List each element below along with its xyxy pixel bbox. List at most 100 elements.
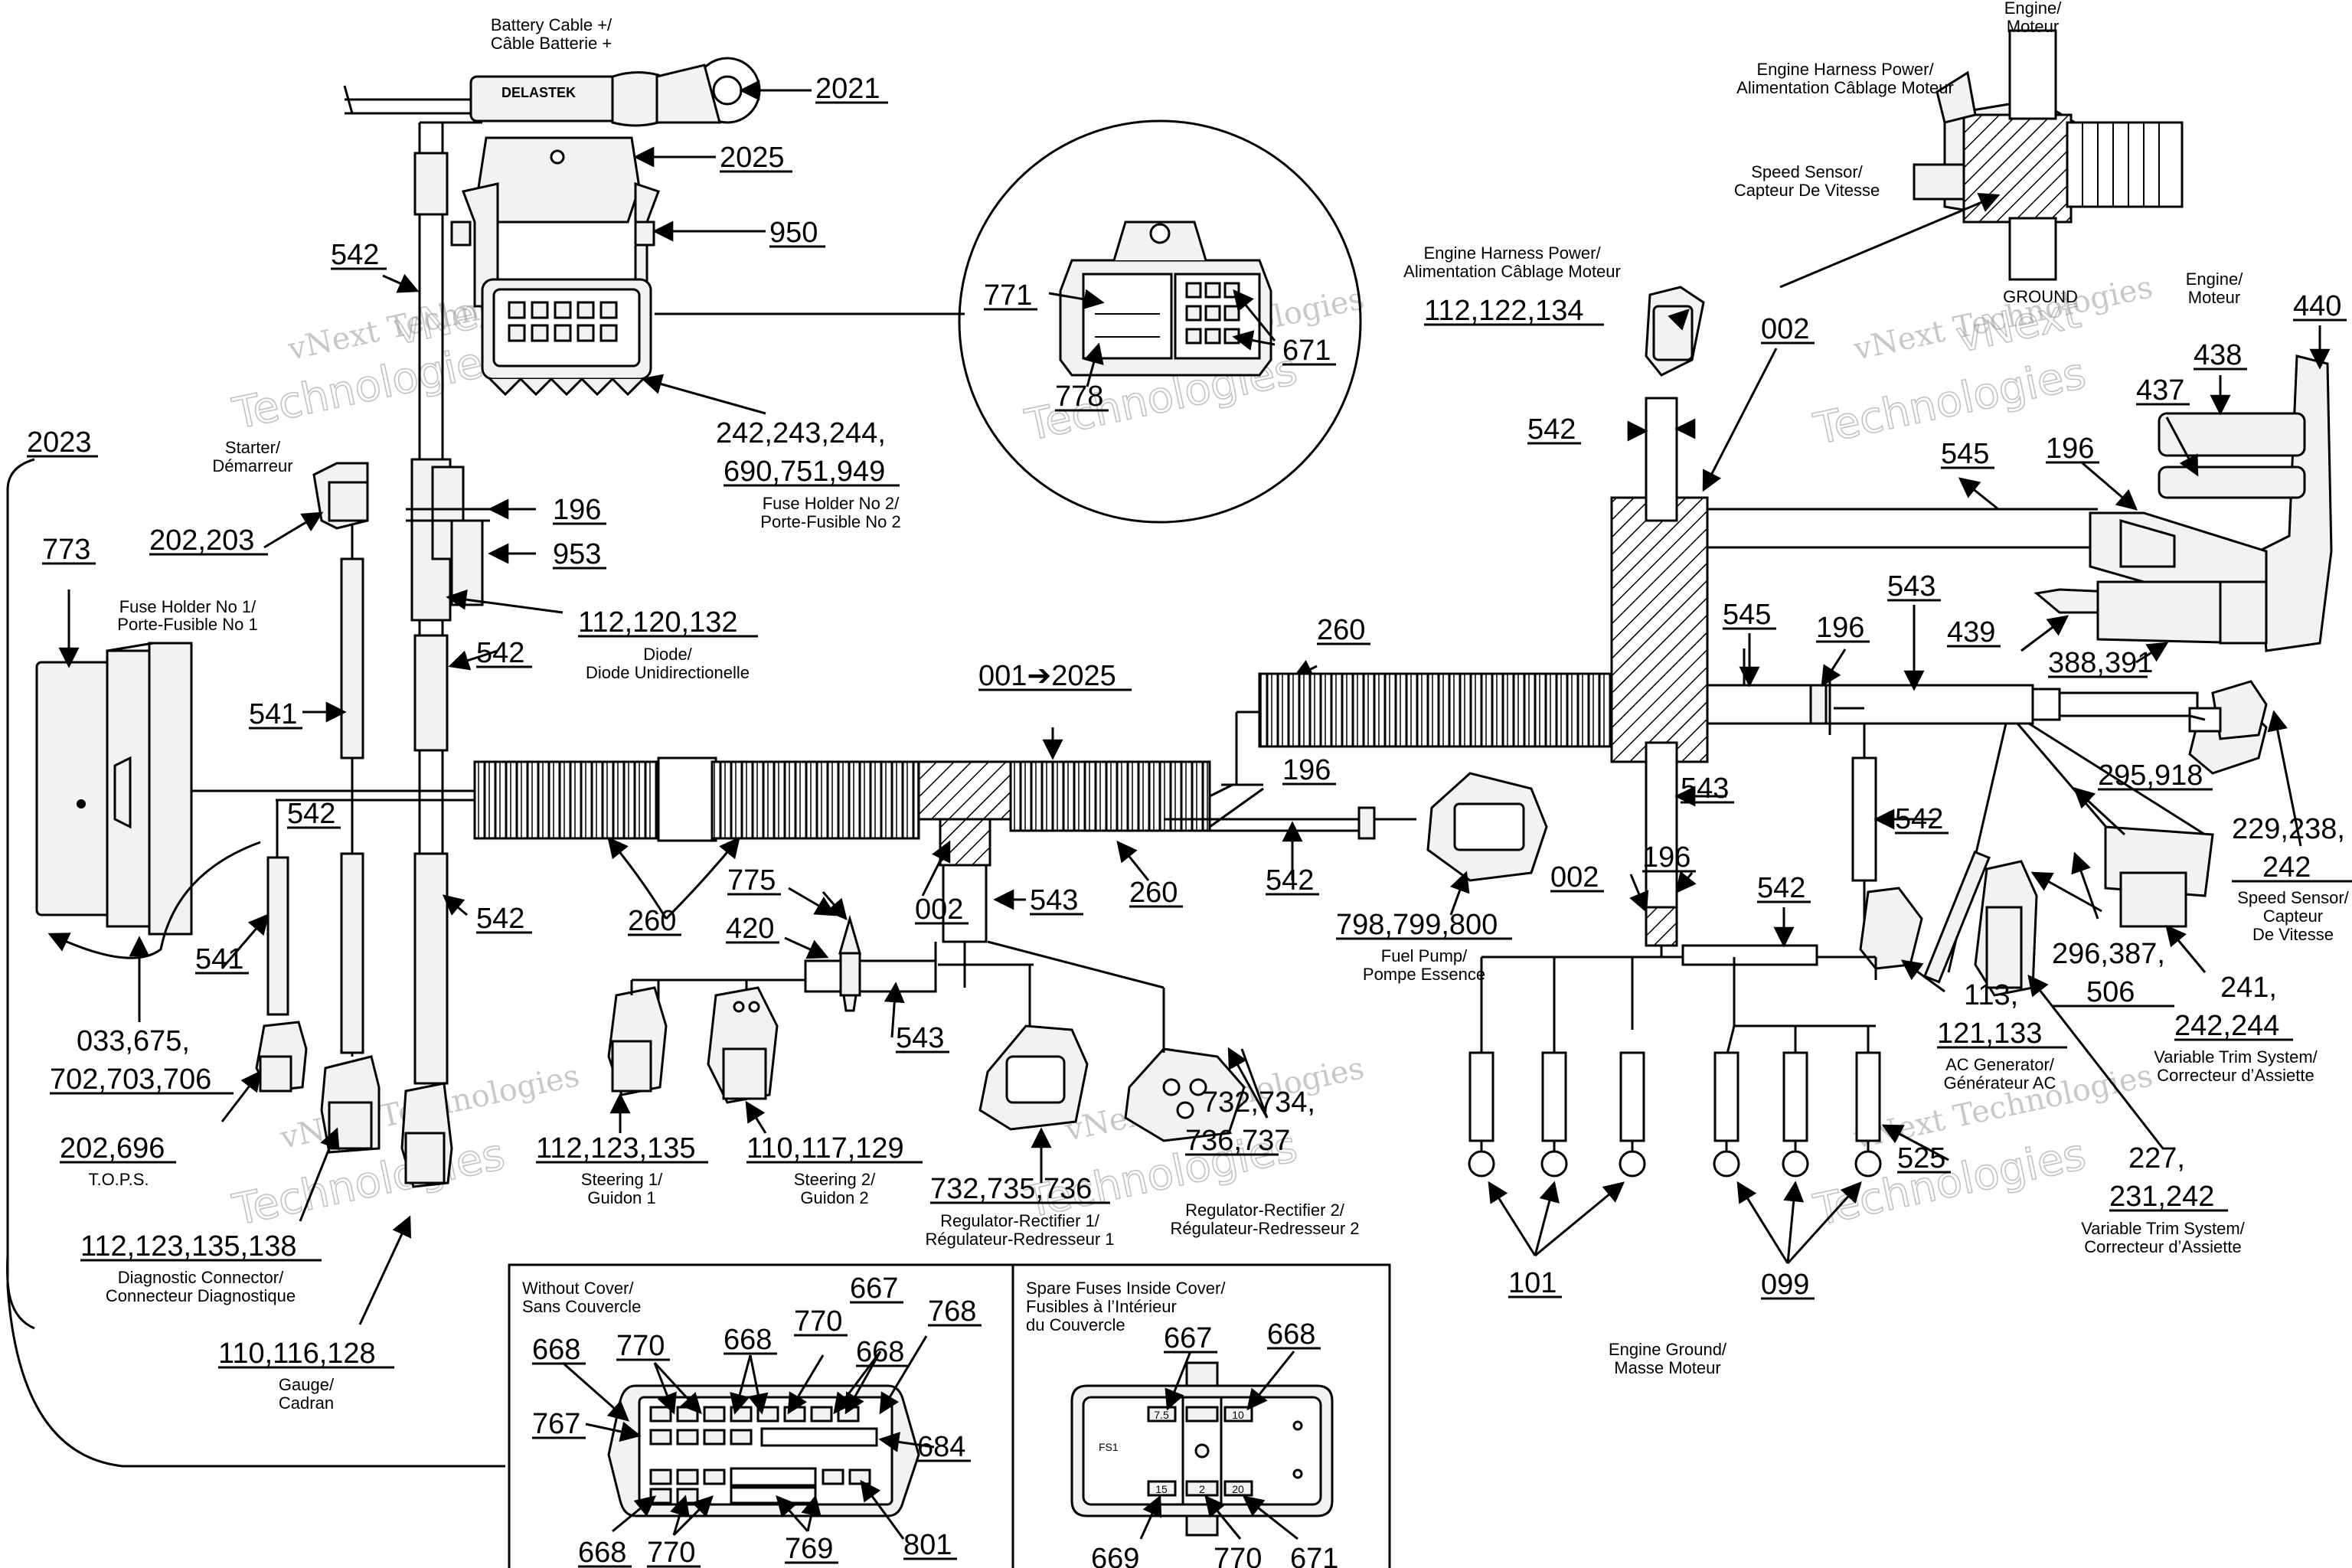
ref-231-242: 231,242 — [2109, 1181, 2214, 1213]
engine-right-caption-1: Engine/ — [2186, 270, 2244, 289]
ref-543-lower: 543 — [896, 1022, 944, 1054]
gauge-caption-1: Gauge/ — [279, 1375, 335, 1394]
ref-112-123-135: 112,123,135 — [536, 1132, 696, 1165]
ref-668-a3: 668 — [856, 1336, 904, 1368]
regulator-connectors — [978, 988, 1269, 1183]
ref-525: 525 — [1897, 1142, 1945, 1174]
ref-668-b: 668 — [1267, 1318, 1315, 1351]
fuse-holder-2-caption-2: Porte-Fusible No 2 — [760, 512, 900, 531]
ref-770-b: 770 — [1214, 1543, 1262, 1568]
ref-669: 669 — [1091, 1543, 1139, 1568]
panel-b-caption-2: Fusibles à l’Intérieur — [1026, 1297, 1177, 1316]
steering-connectors — [607, 978, 779, 1134]
engine-ground-caption-2: Masse Moteur — [1614, 1358, 1720, 1377]
fuse-holder-1: Fuse Holder No 1/ Porte-Fusible No 1 — [5, 458, 505, 1468]
ref-542-main: 542 — [1266, 864, 1314, 897]
ref-101: 101 — [1508, 1267, 1557, 1299]
fuse-holder-2-caption-1: Fuse Holder No 2/ — [763, 494, 900, 513]
ref-545-mid: 545 — [1723, 599, 1771, 631]
starter-caption-2: Démarreur — [212, 456, 292, 475]
ref-798-799-800: 798,799,800 — [1336, 909, 1498, 941]
ref-542-ground: 542 — [1757, 872, 1805, 904]
ref-227: 227, — [2128, 1142, 2185, 1174]
ref-241: 241, — [2220, 972, 2277, 1004]
ref-668-a1: 668 — [532, 1334, 580, 1366]
ref-196-main: 196 — [1282, 754, 1331, 786]
fuse-holder-2-pins — [508, 301, 618, 342]
ref-543-lower-right: 543 — [1681, 773, 1729, 805]
engine-power-caption-1: Engine Harness Power/ — [1423, 243, 1601, 263]
ref-541-upper: 541 — [249, 698, 297, 730]
ref-002-main: 002 — [915, 893, 963, 926]
engine-right-caption-2: Moteur — [2188, 288, 2240, 307]
ref-542-lower: 542 — [476, 903, 524, 935]
ref-768: 768 — [928, 1295, 976, 1328]
ref-542-engine: 542 — [1527, 413, 1576, 446]
reg-2-caption-1: Regulator-Rectifier 2/ — [1185, 1200, 1345, 1220]
ref-542-left: 542 — [287, 798, 335, 830]
diode-caption-1: Diode/ — [643, 645, 692, 664]
ref-388-391: 388,391 — [2048, 647, 2153, 679]
ref-801: 801 — [903, 1529, 952, 1561]
ref-002-top: 002 — [1761, 313, 1809, 345]
ref-440: 440 — [2293, 290, 2341, 322]
diag-caption-1: Diagnostic Connector/ — [118, 1268, 284, 1287]
engine-corrugated — [1221, 672, 1621, 786]
steering-2-caption-2: Guidon 2 — [800, 1188, 868, 1207]
reg-2-caption-2: Régulateur-Redresseur 2 — [1170, 1219, 1359, 1238]
ref-773: 773 — [42, 534, 90, 566]
ref-668-a2: 668 — [724, 1324, 772, 1356]
fuel-pump-connector — [1426, 772, 1548, 916]
reg-1-caption-1: Regulator-Rectifier 1/ — [940, 1211, 1100, 1230]
ref-002-lower: 002 — [1550, 861, 1599, 893]
starter-connector: Starter/ Démarreur — [212, 438, 369, 549]
ref-112-120-132: 112,120,132 — [578, 606, 738, 639]
speed-sensor-caption-2: Capteur — [2263, 906, 2323, 926]
right-connectors — [1958, 325, 2333, 664]
ref-684: 684 — [917, 1431, 965, 1463]
engine-top-power-1: Engine Harness Power/ — [1756, 60, 1934, 79]
ref-113: 113, — [1964, 979, 2018, 1011]
battery-brand-label: DELASTEK — [501, 85, 576, 100]
engine-block-top: Engine/ Moteur Engine Harness Power/ Ali… — [1734, 0, 2184, 306]
svg-text:Technologies: Technologies — [1809, 1129, 2089, 1236]
fuel-pump-caption-2: Pompe Essence — [1363, 965, 1485, 984]
spare-fuse-val-3: 15 — [1155, 1483, 1168, 1495]
ref-2023: 2023 — [27, 426, 92, 459]
engine-cooling-fins — [2082, 122, 2160, 207]
ref-671: 671 — [1282, 335, 1331, 367]
ref-437: 437 — [2136, 374, 2184, 407]
ref-543-main: 543 — [1030, 884, 1078, 916]
ref-545-top: 545 — [1941, 438, 1989, 470]
trim-2-caption-1: Variable Trim System/ — [2154, 1047, 2318, 1067]
ref-775: 775 — [727, 864, 776, 897]
ref-770-a2: 770 — [794, 1305, 842, 1338]
engine-top-ground: GROUND — [2003, 287, 2078, 306]
ref-506: 506 — [2086, 976, 2135, 1008]
ref-771: 771 — [984, 279, 1032, 312]
ref-542-top: 542 — [331, 239, 379, 271]
engine-top-power-2: Alimentation Câblage Moteur — [1736, 78, 1954, 97]
ref-099: 099 — [1761, 1269, 1809, 1301]
ref-732-734: 732,734, — [1202, 1086, 1315, 1119]
steering-2-caption-1: Steering 2/ — [794, 1170, 876, 1189]
fuse-holder-1-caption-2: Porte-Fusible No 1 — [117, 615, 257, 634]
spare-fuse-val-4: 2 — [1199, 1483, 1205, 1495]
spare-fuse-val-1: 7.5 — [1154, 1409, 1169, 1421]
ref-778: 778 — [1055, 381, 1103, 413]
battery-caption-1: Battery Cable +/ — [491, 15, 612, 34]
ref-671-b: 671 — [1290, 1543, 1338, 1568]
ref-420: 420 — [726, 913, 774, 945]
ref-112-123-135-138: 112,123,135,138 — [80, 1230, 296, 1263]
ref-668-a4: 668 — [578, 1537, 626, 1568]
ref-110-116-128: 110,116,128 — [218, 1338, 376, 1370]
ref-542-diode: 542 — [476, 637, 524, 669]
ref-260-right: 260 — [1129, 877, 1178, 909]
fuse-holder-2 — [450, 136, 965, 397]
ref-242-line2: 690,751,949 — [724, 456, 885, 488]
ref-196-diode: 196 — [553, 494, 601, 526]
engine-ground-caption-1: Engine Ground/ — [1609, 1340, 1727, 1359]
ref-2021: 2021 — [815, 73, 880, 105]
ref-767: 767 — [532, 1408, 580, 1440]
